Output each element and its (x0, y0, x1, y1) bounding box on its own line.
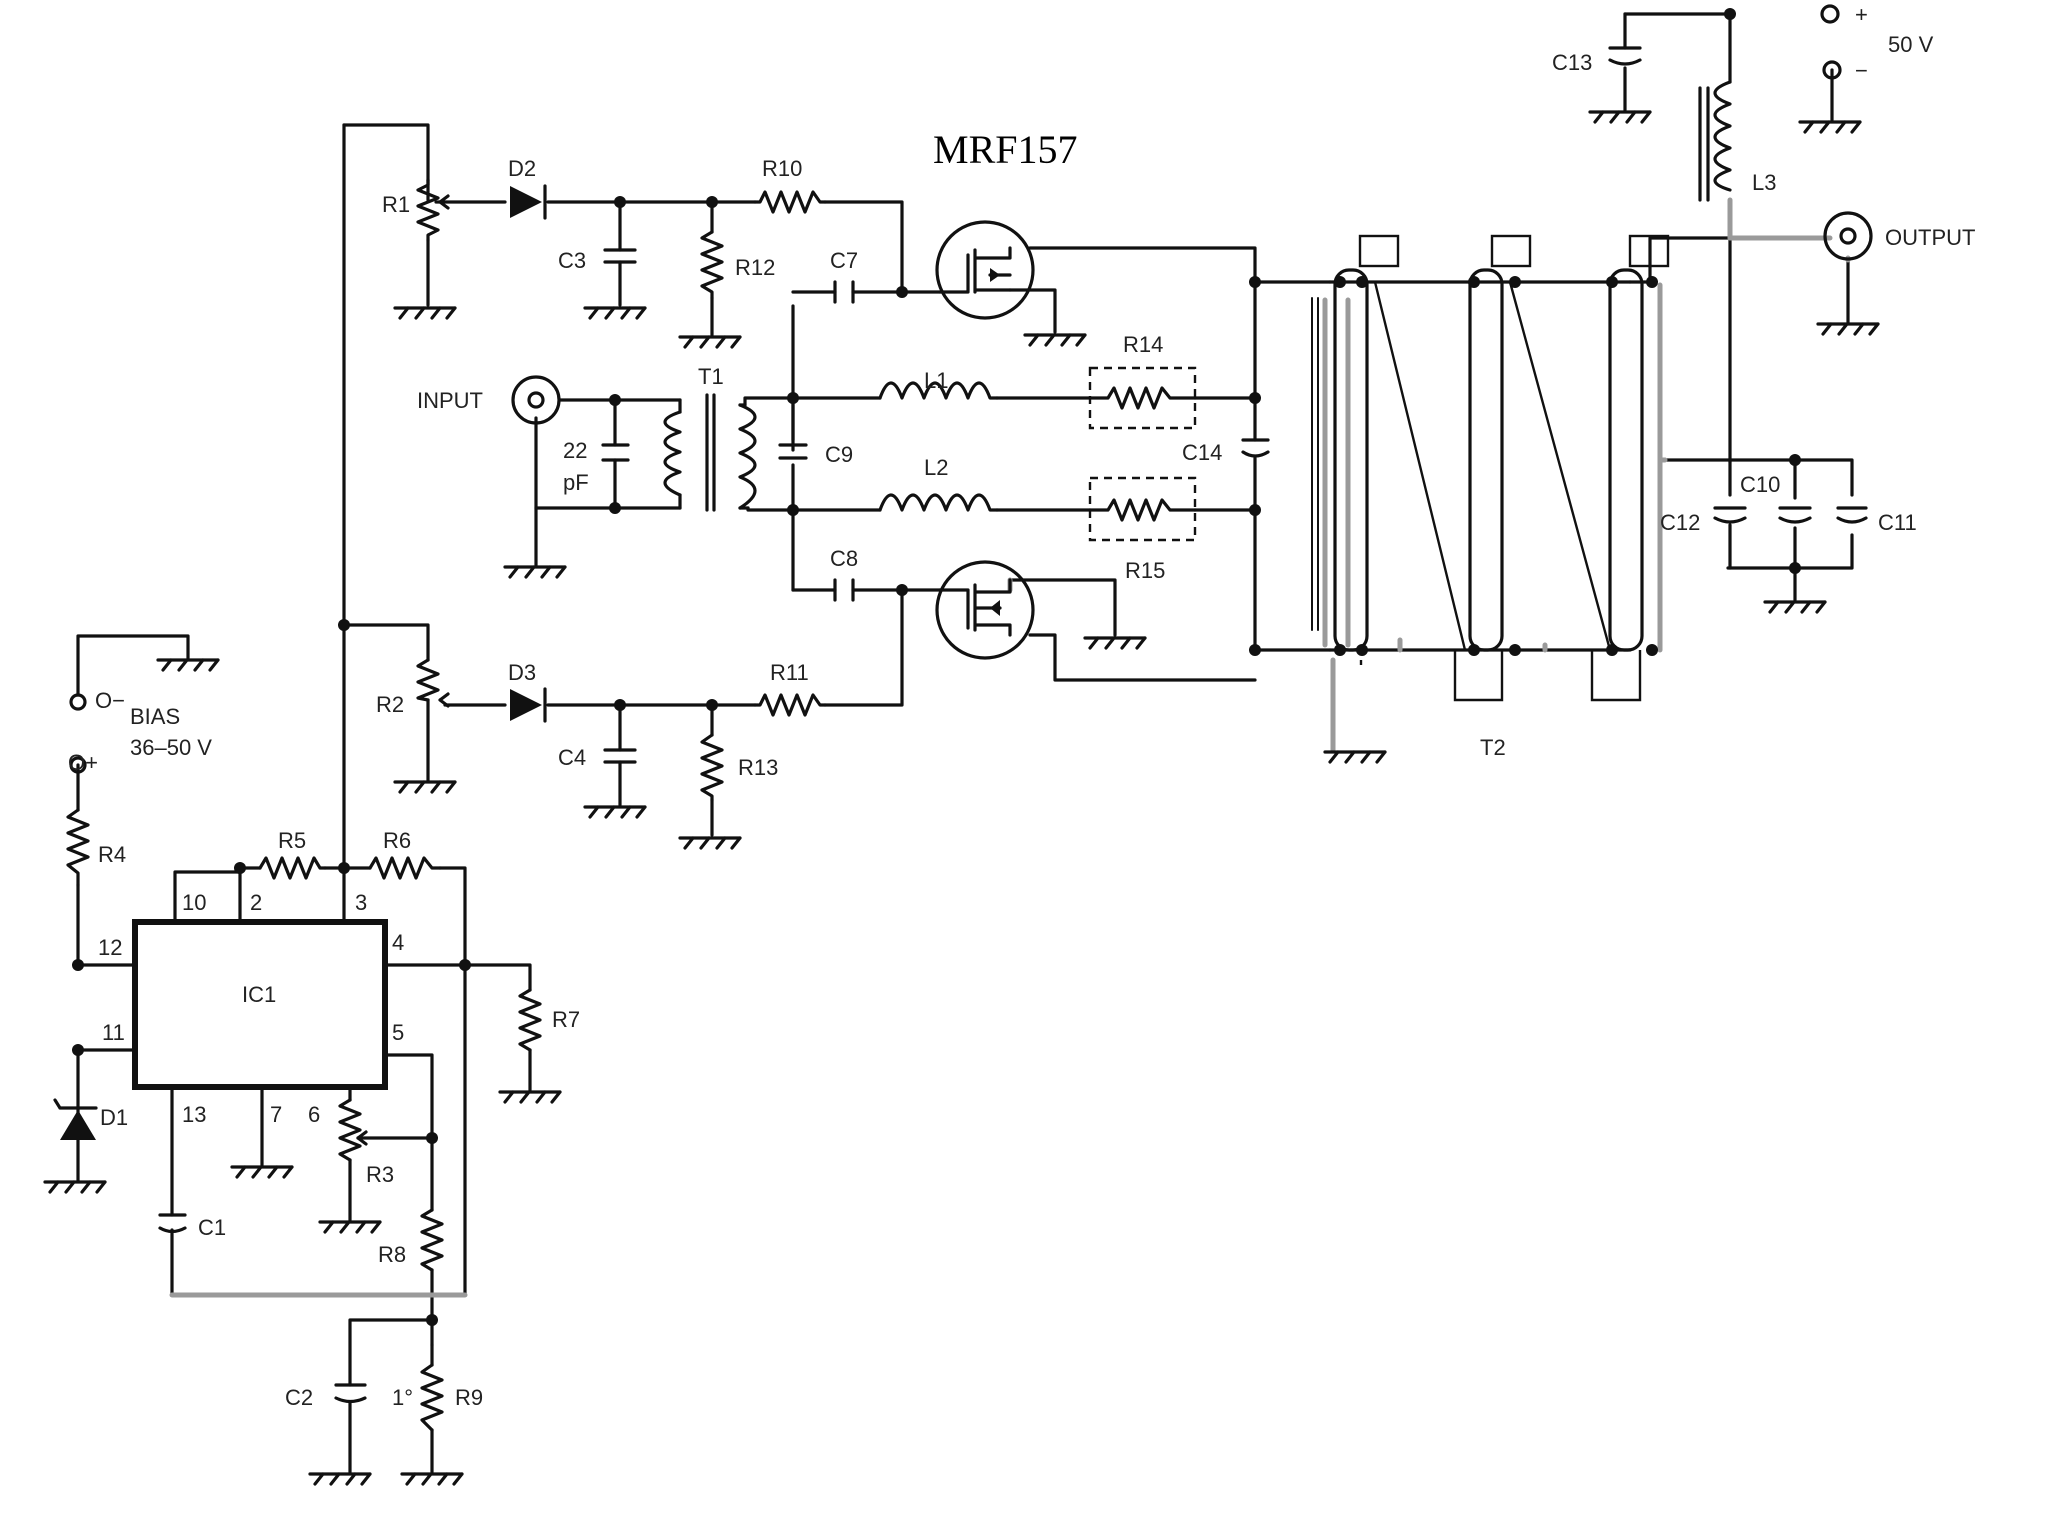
diodes (53, 184, 547, 1140)
terminals (69, 4, 1873, 774)
label-r7: R7 (552, 1007, 580, 1032)
label-l2: L2 (924, 455, 948, 480)
label-output: OUTPUT (1885, 225, 1975, 250)
label-r1: R1 (382, 192, 410, 217)
label-c2: C2 (285, 1385, 313, 1410)
label-minus: − (1855, 58, 1868, 83)
label-pin11: 11 (102, 1020, 125, 1045)
label-r11: R11 (770, 660, 809, 685)
label-c4: C4 (558, 745, 586, 770)
label-t2: T2 (1480, 735, 1506, 760)
resistors (66, 178, 1197, 1432)
capacitors (158, 46, 1868, 1404)
label-plus: + (1855, 2, 1868, 27)
labels: R1 D2 R10 C3 R12 C7 R14 INPUT T1 L1 22 p… (68, 2, 1975, 1410)
ground-symbols (43, 110, 1880, 1486)
label-c14: C14 (1182, 440, 1222, 465)
t2-transformer (1311, 234, 1670, 702)
mosfets (935, 220, 1035, 660)
coax-lines (169, 197, 1851, 1298)
label-r8: R8 (378, 1242, 406, 1267)
label-pin2: 2 (250, 890, 262, 915)
label-t1: T1 (698, 364, 724, 389)
label-ic1: IC1 (242, 982, 276, 1007)
label-c10: C10 (1740, 472, 1780, 497)
label-r5: R5 (278, 828, 306, 853)
label-c8: C8 (830, 546, 858, 571)
label-l1: L1 (924, 368, 948, 393)
label-d1: D1 (100, 1105, 128, 1130)
label-pin6: 6 (308, 1102, 320, 1127)
label-bias-plus: O+ (68, 750, 98, 775)
label-c12: C12 (1660, 510, 1700, 535)
label-50v: 50 V (1888, 32, 1934, 57)
diagram-title: MRF157 (933, 127, 1078, 172)
label-r4: R4 (98, 842, 126, 867)
label-bias-minus: O− (95, 688, 125, 713)
ic1-body (132, 919, 388, 1090)
label-bias-range: 36–50 V (130, 735, 212, 760)
label-pf: pF (563, 470, 589, 495)
label-pin10: 10 (182, 890, 206, 915)
label-c11: C11 (1878, 510, 1917, 535)
label-pin4: 4 (392, 930, 404, 955)
label-pin7: 7 (270, 1102, 282, 1127)
label-pin3: 3 (355, 890, 367, 915)
label-c3: C3 (558, 248, 586, 273)
label-input: INPUT (417, 388, 483, 413)
label-r10: R10 (762, 156, 802, 181)
label-r12: R12 (735, 255, 775, 280)
label-pin5: 5 (392, 1020, 404, 1045)
label-r3: R3 (366, 1162, 394, 1187)
label-bias: BIAS (130, 704, 180, 729)
label-l3: L3 (1752, 170, 1776, 195)
label-r15: R15 (1125, 558, 1165, 583)
label-c9: C9 (825, 442, 853, 467)
label-d3: D3 (508, 660, 536, 685)
label-d2: D2 (508, 156, 536, 181)
label-c1: C1 (198, 1215, 226, 1240)
wires (76, 12, 1854, 1474)
label-22: 22 (563, 438, 587, 463)
inductors (663, 80, 1732, 512)
label-pin13: 13 (182, 1102, 206, 1127)
label-r2: R2 (376, 692, 404, 717)
junction-dots (72, 8, 1801, 1326)
label-r9: R9 (455, 1385, 483, 1410)
label-c13: C13 (1552, 50, 1592, 75)
label-misc: 1° (392, 1385, 413, 1410)
label-pin12: 12 (98, 935, 122, 960)
label-r6: R6 (383, 828, 411, 853)
label-r14: R14 (1123, 332, 1163, 357)
label-c7: C7 (830, 248, 858, 273)
label-r13: R13 (738, 755, 778, 780)
